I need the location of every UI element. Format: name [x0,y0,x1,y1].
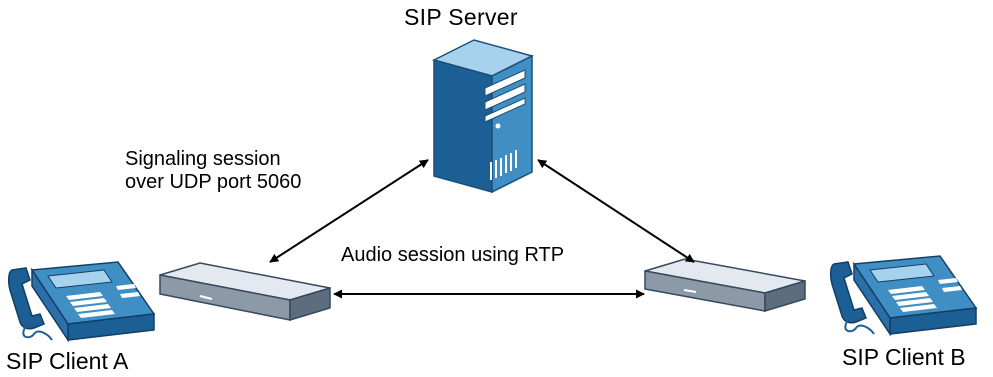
signaling-session-label: Signaling session over UDP port 5060 [125,148,301,194]
desk-phone-icon-a [7,261,156,343]
sip-client-a-label: SIP Client A [6,348,129,374]
server-tower-icon [431,39,535,194]
signaling-arrow-left [269,159,429,263]
sip-server-label: SIP Server [404,4,518,30]
signaling-arrow-right [537,159,695,263]
sip-client-b-label: SIP Client B [842,344,966,370]
signaling-label-line1: Signaling session [125,148,281,170]
audio-session-label: Audio session using RTP [341,244,565,266]
voip-adapter-icon-b [644,258,806,313]
voip-adapter-icon-a [159,262,331,322]
signaling-label-line2: over UDP port 5060 [125,171,302,193]
desk-phone-icon-b [829,255,978,337]
